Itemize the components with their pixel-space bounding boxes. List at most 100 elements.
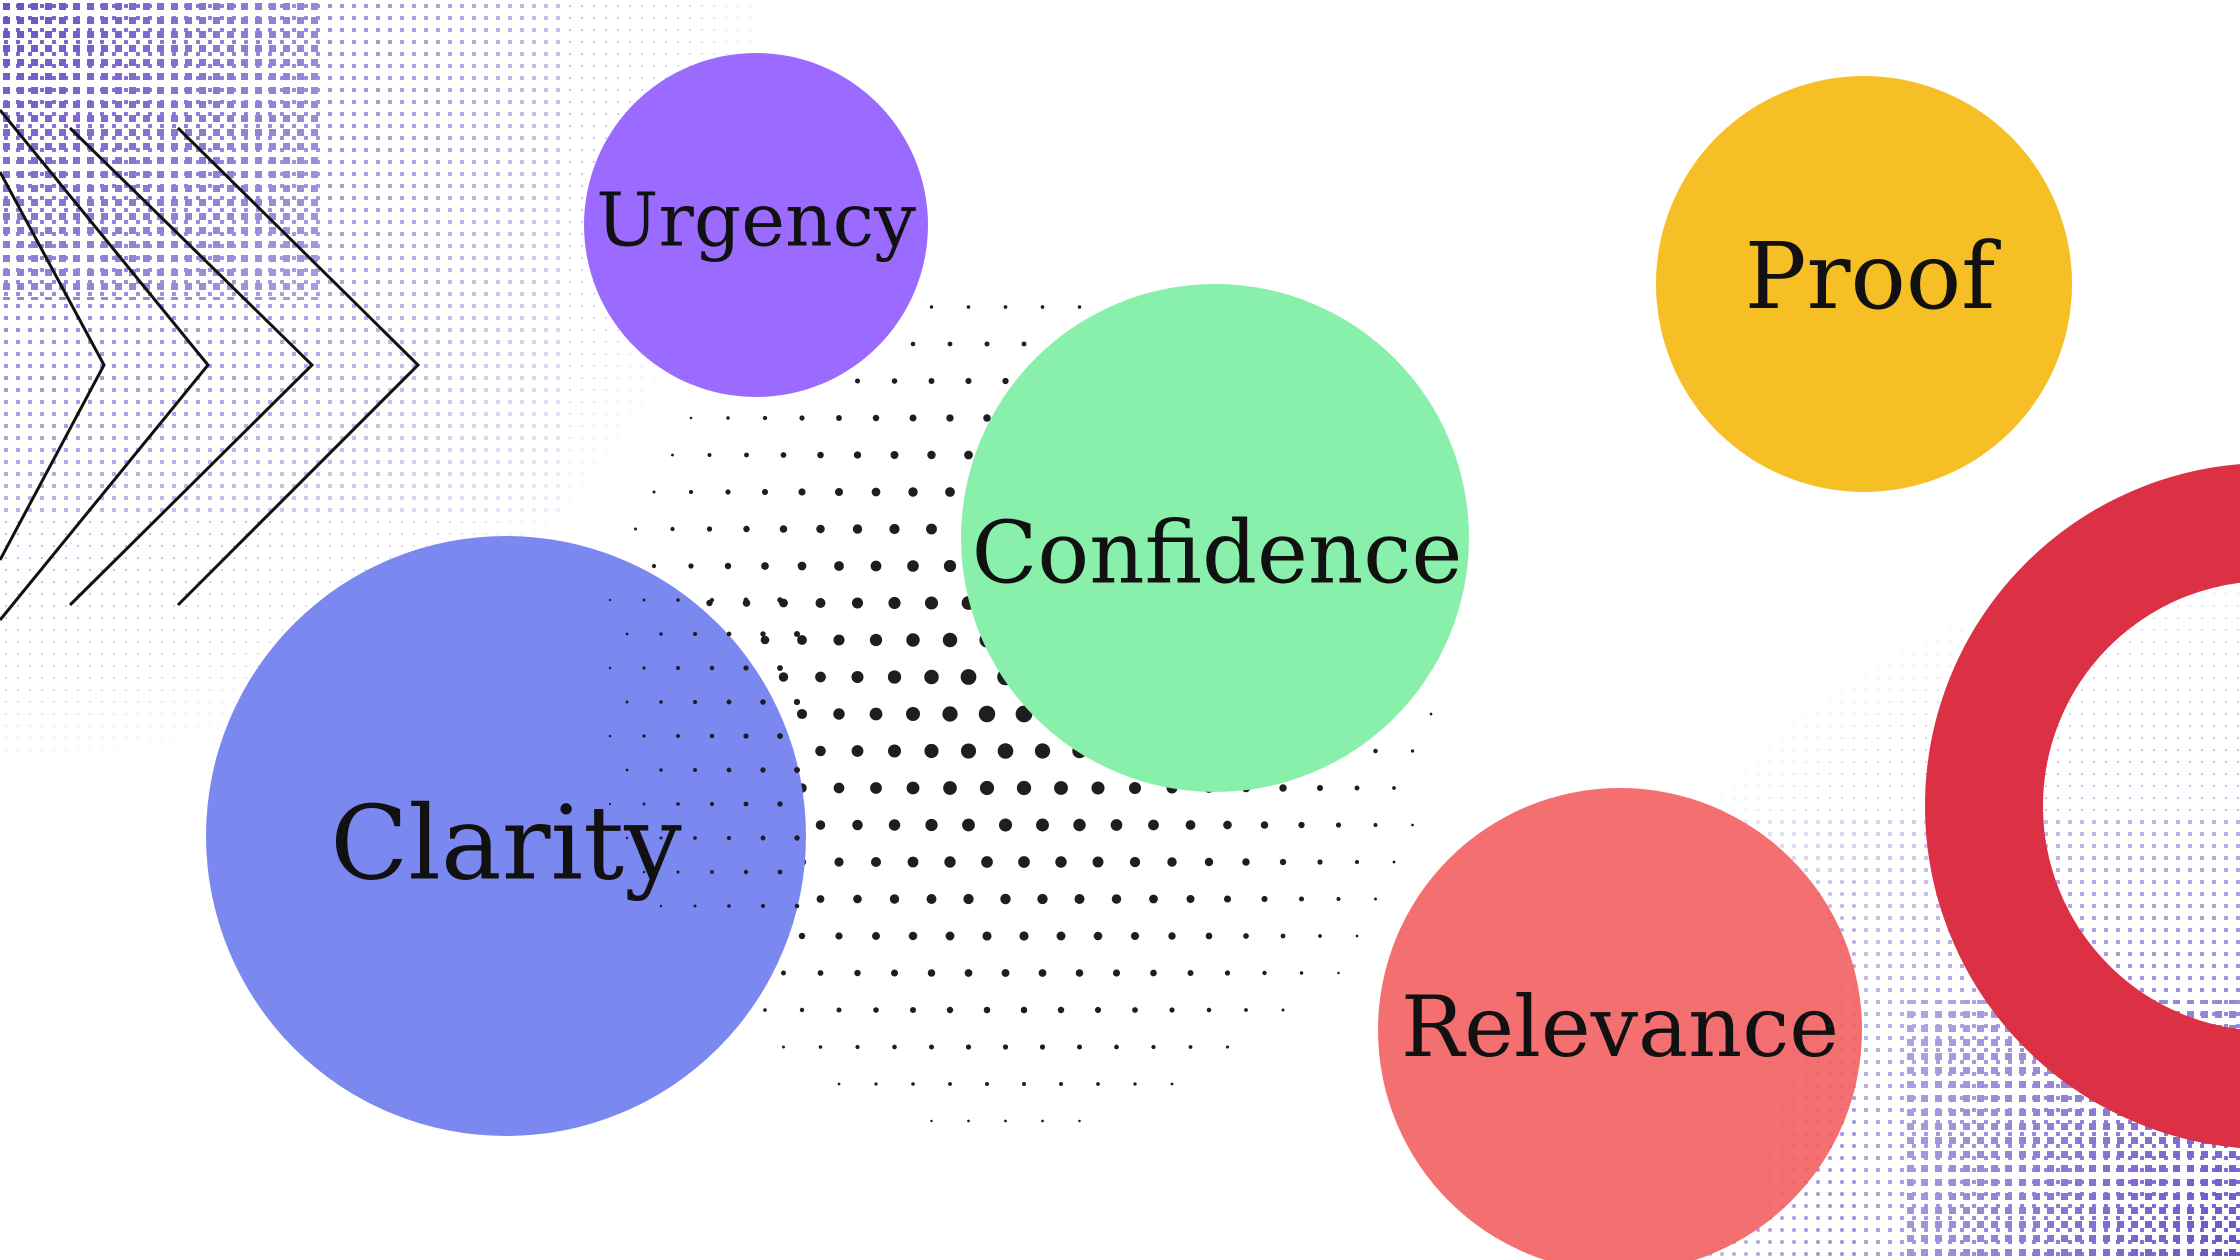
halftone-dot [909,414,917,422]
halftone-dot [998,818,1013,832]
halftone-dot [625,700,629,704]
halftone-dot [834,561,844,571]
halftone-dot [743,869,749,875]
chevron-arrows [0,109,421,621]
halftone-dot [1410,749,1415,753]
halftone-dot [869,633,883,647]
halftone-dot [1223,895,1232,903]
halftone-dot [1000,893,1011,905]
halftone-over-relevance [1620,880,1860,1260]
halftone-dot [1279,858,1287,866]
halftone-dot [1167,857,1177,867]
halftone-dot [778,672,789,682]
halftone-dot [1244,1008,1248,1012]
halftone-dot [1170,1082,1174,1086]
halftone-dot [1096,1082,1100,1086]
halftone-dot [1186,894,1195,904]
halftone-dot [892,1044,897,1050]
halftone-dot [854,378,861,384]
halftone-dot [760,767,766,773]
halftone-dot [1225,1045,1230,1049]
halftone-dot [890,451,899,459]
halftone-dot [1298,821,1305,829]
halftone-dot [777,733,783,739]
halftone-dot [960,743,977,759]
halftone-dot [1262,970,1267,976]
halftone-dot [815,598,826,608]
halftone-dot [1204,857,1214,867]
bubble-confidence-label: Confidence [972,504,1463,604]
halftone-dot [946,1006,954,1014]
halftone-dot [726,631,732,637]
halftone-dot [676,666,680,670]
halftone-dot [1034,743,1051,759]
halftone-dot [659,700,663,704]
halftone-dot [725,489,731,495]
halftone-dot [793,630,801,638]
halftone-dot [659,836,663,840]
halftone-dot [834,857,844,867]
bubble-urgency-label: Urgency [596,177,916,263]
halftone-dot [927,450,936,460]
halftone-dot [1169,1007,1175,1013]
halftone-dot [743,665,749,671]
halftone-dot [815,671,826,683]
halftone-dot [726,835,732,841]
halftone-dot [797,561,807,571]
halftone-dot [676,802,680,806]
halftone-dot [710,870,714,874]
halftone-dot [1002,377,1009,385]
halftone-dot [960,669,977,685]
halftone-dot [1037,893,1048,905]
halftone-dot [1001,969,1010,977]
red-ring [1925,464,2240,1148]
halftone-dot [816,524,825,534]
halftone-dot [1036,818,1049,832]
halftone-dot [855,1044,860,1050]
halftone-dot [872,414,880,422]
halftone-dot [907,560,919,572]
halftone-dot [724,562,732,570]
halftone-dot [777,665,783,671]
halftone-dot [887,670,902,684]
halftone-dot [608,598,612,602]
halftone-dot [707,453,712,457]
halftone-dot [984,341,990,347]
halftone-dot [1318,934,1322,938]
halftone-dot [874,1082,878,1086]
halftone-dot [1354,859,1360,865]
halftone-dot [1114,1044,1119,1050]
halftone-dot [835,932,843,940]
halftone-dot [676,598,680,602]
halftone-dot [836,415,842,421]
halftone-dot [1054,781,1068,795]
chevron-shape [0,109,210,621]
halftone-dot [1055,856,1067,868]
halftone-dot [1003,305,1008,309]
halftone-dot [1281,1008,1285,1012]
halftone-dot [625,768,629,772]
halftone-dot [1299,971,1304,975]
halftone-dot [852,819,863,831]
halftone-dot [942,706,958,722]
halftone-dot [777,801,783,807]
halftone-dot [873,1007,879,1013]
halftone-dot [926,894,937,904]
halftone-dot [761,562,769,570]
halftone-dot [1185,820,1196,830]
halftone-dot [888,744,901,758]
halftone-dot [743,801,749,807]
halftone-dot [888,819,901,831]
halftone-dot [978,705,996,723]
halftone-dot [1039,1044,1046,1050]
halftone-dot [1092,856,1104,868]
halftone-dot [1016,780,1032,796]
halftone-dot [1335,822,1342,828]
halftone-dot [946,414,954,422]
halftone-dot [760,903,766,909]
halftone-dot [1133,1082,1137,1086]
halftone-dot [743,525,750,533]
halftone-dot [727,904,731,908]
halftone-dot [676,870,680,874]
halftone-dot [870,782,882,794]
